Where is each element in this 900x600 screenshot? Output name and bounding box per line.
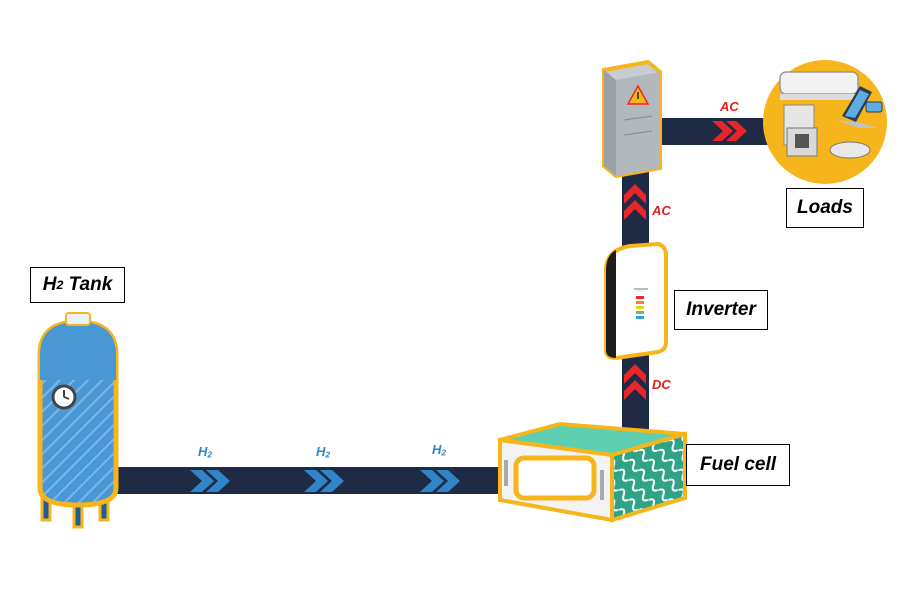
h2-flow-2-h: H bbox=[316, 444, 326, 459]
h2-flow-3-sub: 2 bbox=[441, 447, 447, 458]
loads-label-text: Loads bbox=[797, 197, 853, 218]
inverter-label: Inverter bbox=[674, 290, 768, 330]
ac-vertical-flow-text: AC bbox=[652, 203, 671, 218]
household-loads-icon bbox=[763, 60, 887, 184]
ac-vertical-chevron bbox=[624, 184, 646, 220]
h2-flow-1-h: H bbox=[198, 444, 208, 459]
dc-flow-label: DC bbox=[652, 377, 671, 392]
h2-flow-label-2: H2 bbox=[316, 444, 330, 459]
ac-vertical-flow-label: AC bbox=[652, 203, 671, 218]
hydrogen-tank-icon bbox=[37, 312, 119, 529]
loads-label: Loads bbox=[786, 188, 864, 228]
inverter-icon bbox=[604, 241, 668, 361]
h2-flow-label-1: H2 bbox=[198, 444, 212, 459]
h2-flow-2-sub: 2 bbox=[325, 449, 331, 460]
fuel-cell-icon bbox=[498, 421, 687, 523]
h2-tank-label-h: H bbox=[42, 274, 57, 295]
dc-flow-text: DC bbox=[652, 377, 671, 392]
ac-horizontal-flow-label: AC bbox=[720, 99, 739, 114]
h2-flow-label-3: H2 bbox=[432, 442, 446, 457]
pipe-ac-horizontal bbox=[640, 118, 780, 145]
electrical-panel-icon bbox=[602, 59, 662, 179]
fuel-cell-label: Fuel cell bbox=[686, 444, 790, 486]
fuel-cell-label-text: Fuel cell bbox=[699, 454, 777, 475]
h2-chevron-2 bbox=[304, 470, 344, 492]
h2-flow-3-h: H bbox=[432, 442, 442, 457]
h2-tank-label-rest: Tank bbox=[63, 274, 113, 295]
ac-horizontal-flow-text: AC bbox=[720, 99, 739, 114]
ac-horizontal-chevron bbox=[712, 121, 747, 141]
inverter-label-text: Inverter bbox=[686, 299, 756, 320]
dc-chevron bbox=[624, 364, 646, 400]
h2-tank-label-sub: 2 bbox=[56, 278, 64, 292]
h2-chevron-3 bbox=[420, 470, 460, 492]
h2-chevron-1 bbox=[190, 470, 230, 492]
h2-flow-1-sub: 2 bbox=[207, 449, 213, 460]
